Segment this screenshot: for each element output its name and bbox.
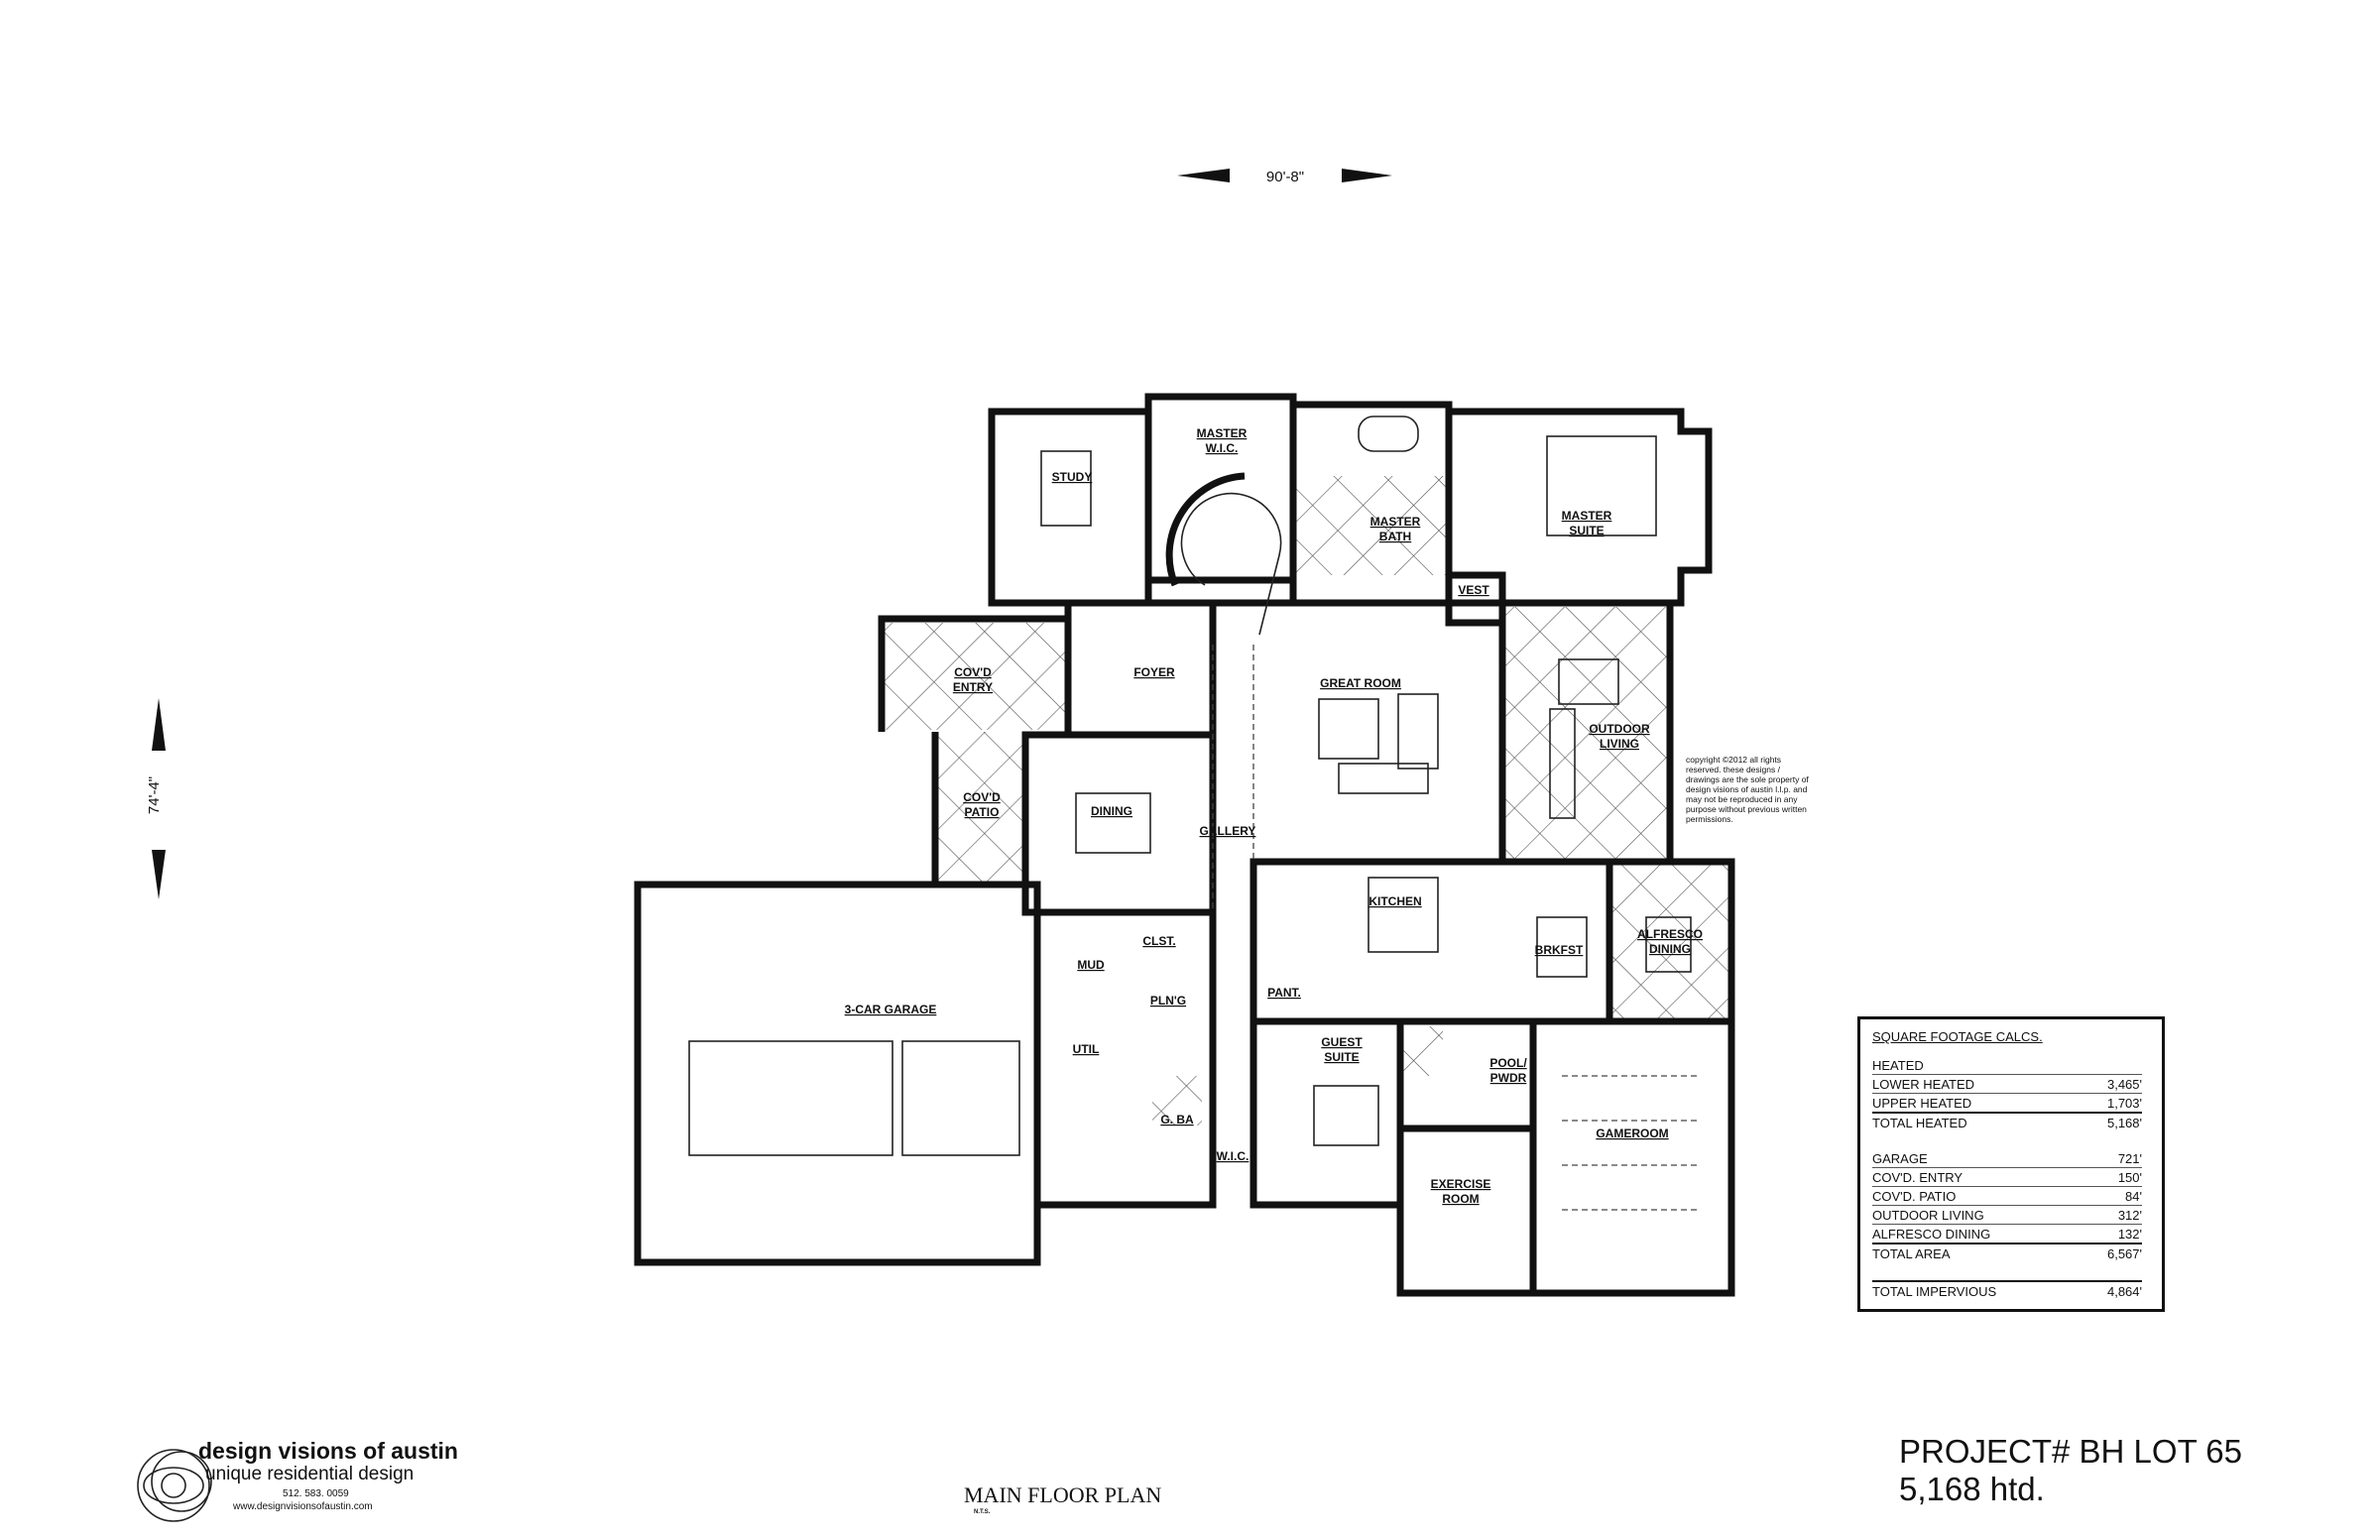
- sqft-row-label: TOTAL HEATED: [1872, 1116, 1967, 1130]
- sqft-heated-label: HEATED: [1872, 1058, 1924, 1073]
- sqft-title: SQUARE FOOTAGE CALCS.: [1872, 1029, 2043, 1044]
- label-outdoor-living-2: LIVING: [1600, 737, 1639, 751]
- label-master-bath-1: MASTER: [1370, 515, 1421, 529]
- label-brkfst: BRKFST: [1535, 943, 1584, 957]
- label-kitchen: KITCHEN: [1368, 894, 1421, 908]
- logo-phone: 512. 583. 0059: [283, 1488, 349, 1499]
- label-pant: PANT.: [1267, 986, 1301, 1000]
- sqft-row: LOWER HEATED 3,465': [1872, 1075, 2142, 1094]
- sqft-row-value: 3,465': [2106, 1077, 2142, 1092]
- depth-dimension: 74'-4": [146, 698, 166, 899]
- sqft-row-value: 5,168': [2106, 1116, 2142, 1130]
- width-dimension-label: 90'-8": [1266, 169, 1304, 185]
- label-pool-pwdr-2: PWDR: [1490, 1071, 1527, 1085]
- sqft-row-label: LOWER HEATED: [1872, 1077, 1975, 1092]
- label-alfresco-1: ALFRESCO: [1637, 927, 1703, 941]
- logo-eye-icon: [137, 1449, 212, 1522]
- label-covd-patio-1: COV'D: [963, 790, 1001, 804]
- sqft-row-value: 721': [2117, 1151, 2142, 1166]
- width-dimension: 90'-8": [1177, 169, 1392, 185]
- label-covd-patio-2: PATIO: [965, 805, 1000, 819]
- sqft-row-value: 312': [2117, 1208, 2142, 1223]
- sqft-row-label: ALFRESCO DINING: [1872, 1227, 1991, 1242]
- project-heated: 5,168 htd.: [1899, 1471, 2045, 1507]
- label-exercise-2: ROOM: [1442, 1192, 1479, 1206]
- sqft-row-value: 150': [2117, 1170, 2142, 1185]
- sqft-heated-header: HEATED: [1872, 1056, 2142, 1075]
- project-info: PROJECT# BH LOT 65 5,168 htd.: [1899, 1433, 2242, 1508]
- label-gallery: GALLERY: [1200, 824, 1256, 838]
- square-footage-table: SQUARE FOOTAGE CALCS. HEATED LOWER HEATE…: [1857, 1016, 2165, 1312]
- sqft-row: COV'D. ENTRY 150': [1872, 1168, 2142, 1187]
- room-labels: STUDY MASTER W.I.C. MASTER BATH MASTER S…: [845, 426, 1703, 1206]
- label-pool-pwdr-1: POOL/: [1489, 1056, 1527, 1070]
- label-master-bath-2: BATH: [1379, 530, 1411, 543]
- covered-areas: [885, 476, 1729, 1125]
- arrow-left-icon: [1177, 169, 1230, 182]
- sqft-impervious-row: TOTAL IMPERVIOUS 4,864': [1872, 1280, 2142, 1300]
- label-foyer: FOYER: [1133, 665, 1175, 679]
- sqft-row-label: GARAGE: [1872, 1151, 1928, 1166]
- depth-dimension-label: 74'-4": [146, 776, 163, 814]
- label-vest: VEST: [1458, 583, 1489, 597]
- sqft-row-label: TOTAL IMPERVIOUS: [1872, 1284, 1997, 1299]
- sqft-row: ALFRESCO DINING 132': [1872, 1225, 2142, 1244]
- label-master-wic-2: W.I.C.: [1206, 441, 1239, 455]
- walls: [634, 393, 1735, 1297]
- company-logo: design visions of austin unique resident…: [134, 1436, 471, 1535]
- sqft-row-value: 1,703': [2106, 1096, 2142, 1111]
- fixtures: [688, 415, 1701, 1211]
- label-exercise-1: EXERCISE: [1431, 1177, 1491, 1191]
- label-wic: W.I.C.: [1217, 1149, 1250, 1163]
- sqft-row-label: TOTAL AREA: [1872, 1246, 1951, 1261]
- sqft-row-label: COV'D. PATIO: [1872, 1189, 1957, 1204]
- arrow-up-icon: [152, 698, 166, 751]
- logo-website: www.designvisionsofaustin.com: [233, 1501, 373, 1512]
- copyright-notice: copyright ©2012 all rights reserved. the…: [1686, 755, 1809, 824]
- label-garage: 3-CAR GARAGE: [845, 1003, 937, 1016]
- sqft-row: TOTAL HEATED 5,168': [1872, 1114, 2142, 1131]
- arrow-right-icon: [1342, 169, 1392, 182]
- logo-tagline: unique residential design: [205, 1464, 415, 1484]
- label-guest-suite-2: SUITE: [1324, 1050, 1359, 1064]
- label-covd-entry-2: ENTRY: [953, 680, 993, 694]
- label-master-suite-1: MASTER: [1562, 509, 1612, 523]
- label-clst: CLST.: [1142, 934, 1175, 948]
- arrow-down-icon: [152, 850, 166, 899]
- label-guest-suite-1: GUEST: [1321, 1035, 1363, 1049]
- sqft-row: GARAGE 721': [1872, 1149, 2142, 1168]
- label-outdoor-living-1: OUTDOOR: [1589, 722, 1650, 736]
- sqft-row-label: OUTDOOR LIVING: [1872, 1208, 1984, 1223]
- scale-note: N.T.S.: [974, 1509, 991, 1515]
- label-gameroom: GAMEROOM: [1596, 1126, 1668, 1140]
- sqft-row-value: 132': [2117, 1227, 2142, 1242]
- logo-name: design visions of austin: [198, 1438, 458, 1464]
- label-master-wic-1: MASTER: [1197, 426, 1248, 440]
- label-great-room: GREAT ROOM: [1320, 676, 1401, 690]
- label-covd-entry-1: COV'D: [954, 665, 992, 679]
- sqft-row-value: 4,864': [2106, 1284, 2142, 1299]
- plan-title: MAIN FLOOR PLAN: [964, 1482, 1162, 1507]
- sqft-row-value: 84': [2125, 1189, 2142, 1204]
- label-plng: PLN'G: [1150, 994, 1186, 1007]
- label-alfresco-2: DINING: [1649, 942, 1691, 956]
- project-number: PROJECT# BH LOT 65: [1899, 1433, 2243, 1470]
- label-util: UTIL: [1073, 1042, 1100, 1056]
- sqft-row: COV'D. PATIO 84': [1872, 1187, 2142, 1206]
- sqft-row-value: 6,567': [2106, 1246, 2142, 1261]
- label-g-ba: G. BA: [1160, 1113, 1194, 1126]
- label-study: STUDY: [1052, 470, 1093, 484]
- label-dining: DINING: [1091, 804, 1132, 818]
- sqft-row-label: COV'D. ENTRY: [1872, 1170, 1964, 1185]
- sqft-row: OUTDOOR LIVING 312': [1872, 1206, 2142, 1225]
- sqft-row: TOTAL AREA 6,567': [1872, 1244, 2142, 1262]
- sqft-row-label: UPPER HEATED: [1872, 1096, 1972, 1111]
- label-mud: MUD: [1077, 958, 1105, 972]
- label-master-suite-2: SUITE: [1569, 524, 1604, 537]
- sqft-row: UPPER HEATED 1,703': [1872, 1094, 2142, 1114]
